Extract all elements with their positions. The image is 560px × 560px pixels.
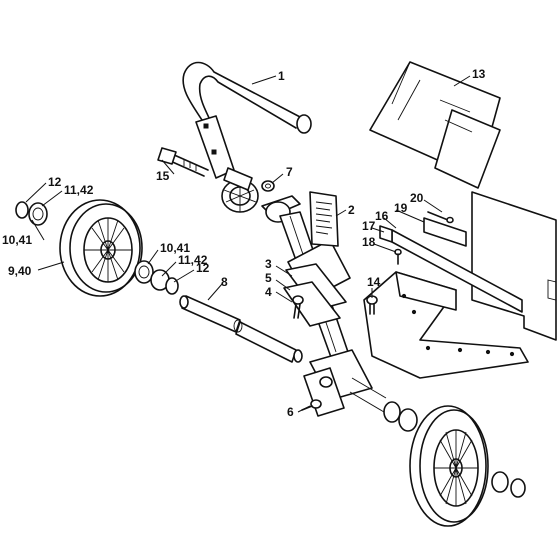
callout-3: 3	[265, 257, 272, 271]
part-7-nut	[261, 180, 275, 192]
part-20-screw	[427, 211, 454, 224]
callout-7: 7	[286, 165, 293, 179]
part-4-screw	[292, 295, 304, 319]
left-wheel	[59, 199, 143, 297]
deck-plate	[363, 271, 529, 379]
callout-13: 13	[472, 67, 486, 81]
callout-16: 16	[375, 209, 389, 223]
leader-lines	[25, 75, 471, 413]
side-plate	[471, 191, 557, 341]
callout-9-40: 9,40	[8, 264, 32, 278]
part-8-axle	[179, 295, 303, 363]
callout-2: 2	[348, 203, 355, 217]
callout-11-42-right: 11,42	[178, 253, 208, 267]
callout-18: 18	[362, 235, 376, 249]
callout-10-41-left: 10,41	[2, 233, 32, 247]
callout-labels: 1 2 3 4 5 6 7 8 9,40 10,41 10,41 11,42 1…	[2, 67, 486, 419]
part-2-label	[309, 191, 339, 247]
callout-17: 17	[362, 219, 376, 233]
callout-1: 1	[278, 69, 285, 83]
callout-10-41-right: 10,41	[160, 241, 190, 255]
callout-5: 5	[265, 271, 272, 285]
part-3-5-clamp	[283, 263, 347, 327]
callout-6: 6	[287, 405, 294, 419]
part-16-17-rail	[379, 225, 523, 313]
callout-19: 19	[394, 201, 408, 215]
callout-4: 4	[265, 285, 272, 299]
right-wheel	[409, 405, 489, 527]
callout-11-42-left: 11,42	[64, 183, 94, 197]
callout-8: 8	[221, 275, 228, 289]
part-19-plate	[423, 217, 467, 247]
callout-15: 15	[156, 169, 170, 183]
pivot-gear	[221, 167, 259, 213]
part-13-cover	[369, 61, 501, 189]
callout-12-right: 12	[196, 261, 210, 275]
right-hub-parts	[383, 401, 526, 498]
callout-14: 14	[367, 275, 381, 289]
part-1-handle	[182, 61, 312, 179]
callout-12-left: 12	[48, 175, 62, 189]
left-hub-parts	[15, 201, 179, 295]
callout-20: 20	[410, 191, 424, 205]
